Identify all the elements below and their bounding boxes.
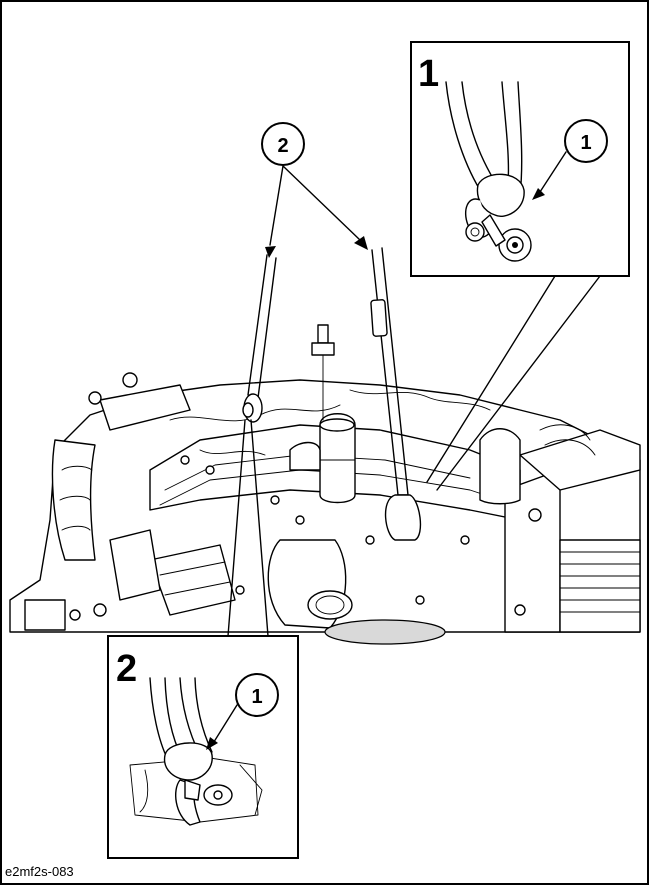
inset-detail-2: 2 1 bbox=[107, 635, 299, 859]
image-code-label: e2mf2s-083 bbox=[5, 864, 74, 879]
callout-shackle-1-label: 1 bbox=[580, 132, 591, 154]
callout-sling-label: 2 bbox=[277, 135, 288, 157]
callout-shackle-2-label: 1 bbox=[251, 686, 262, 708]
callout-sling: 2 bbox=[261, 122, 368, 258]
inset-1-number: 1 bbox=[418, 53, 439, 95]
inset-leader-lines bbox=[227, 275, 601, 637]
engine-assembly bbox=[9, 324, 641, 645]
inset-detail-1: 1 1 bbox=[410, 41, 630, 277]
inset-2-number: 2 bbox=[116, 648, 137, 690]
lifting-sling-left bbox=[242, 254, 277, 423]
lifting-sling-right bbox=[370, 247, 422, 541]
